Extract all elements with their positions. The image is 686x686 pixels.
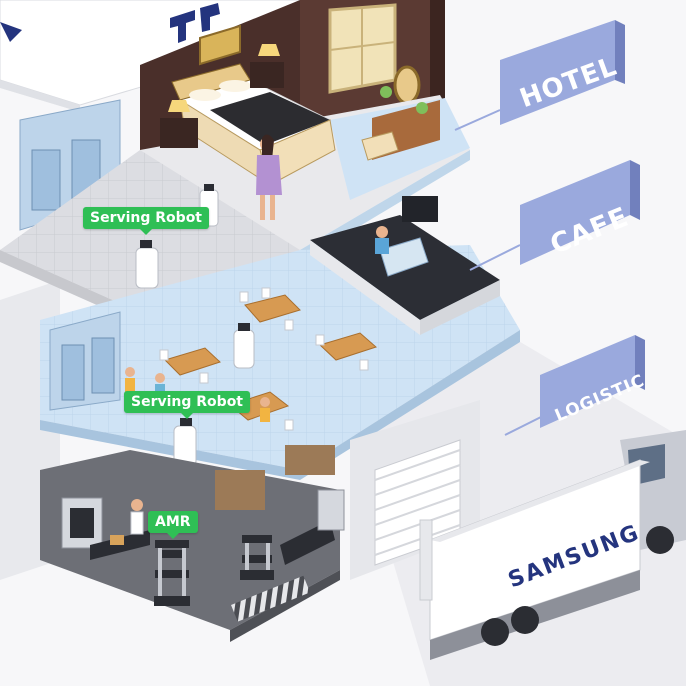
rooftop-brand-block: [0, 0, 301, 112]
cafe-sign: [520, 160, 640, 265]
serving-robot-tag-upper: Serving Robot: [83, 207, 209, 235]
serving-robot-tag-cafe: Serving Robot: [124, 391, 250, 419]
serving-robot-upper-2: [135, 240, 159, 289]
samsung-truck: [419, 430, 686, 660]
amr-tag: AMR: [148, 511, 198, 539]
amr-robot-1: [154, 540, 190, 606]
logistic-sign: [540, 335, 645, 428]
hotel-sign: [500, 20, 625, 125]
serving-robot-cafe-1: [233, 323, 255, 369]
sign-connectors: [454, 109, 546, 436]
logistic-floor: [40, 445, 345, 642]
amr-robot-2: [240, 535, 274, 580]
